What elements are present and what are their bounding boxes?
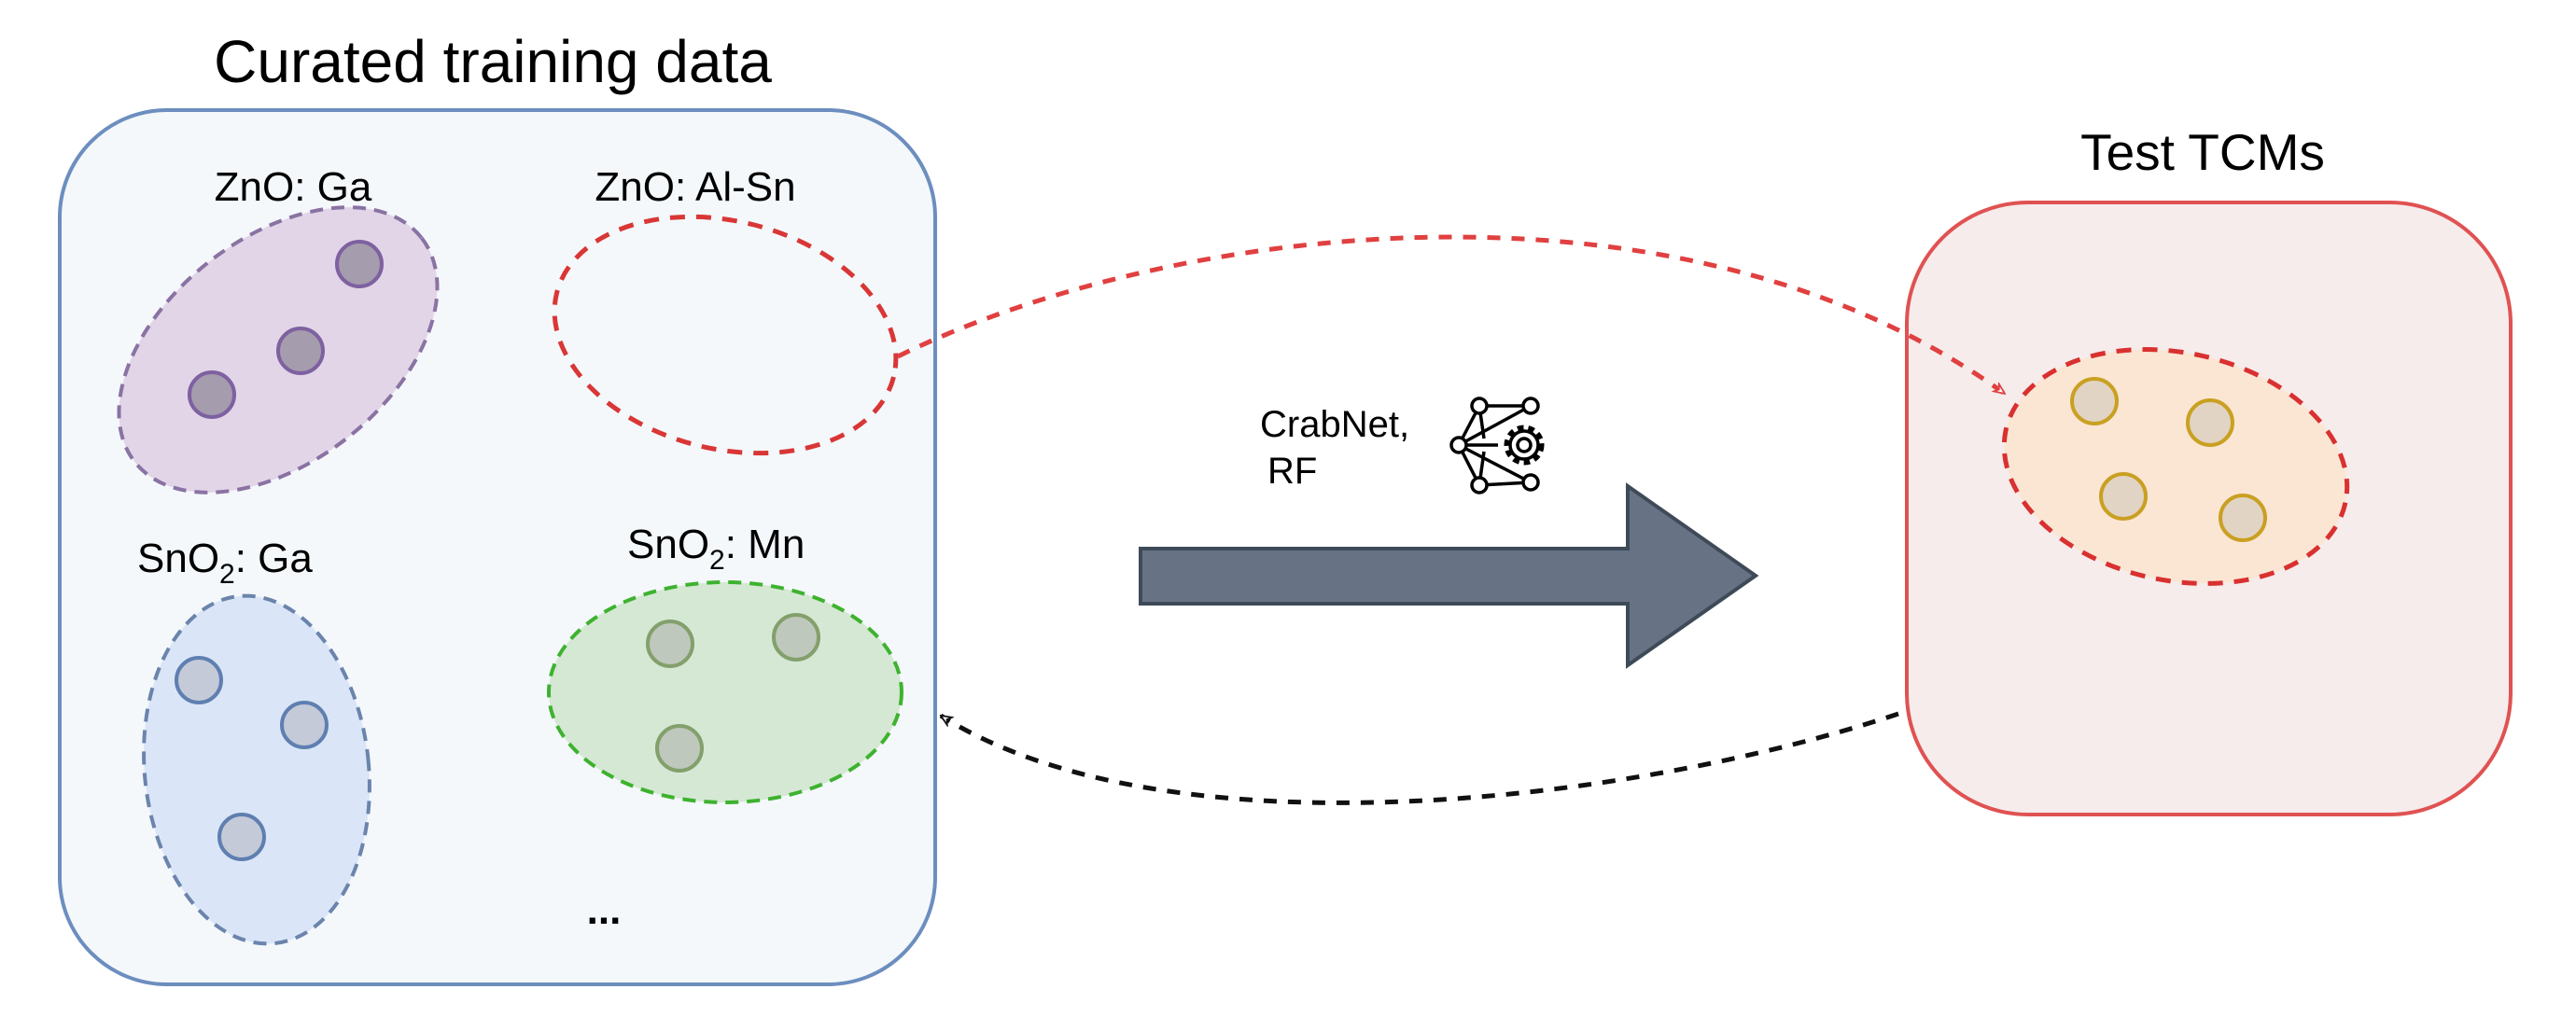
data-point [2186,398,2234,447]
group-label-zno-ga: ZnO: Ga [215,164,372,210]
cluster-sno2-mn [547,580,903,804]
group-zno-ga [117,205,440,495]
data-point [280,701,329,749]
data-point [646,620,694,668]
group-sno2-ga [142,593,371,946]
data-point [188,370,236,419]
group-test-tcms [2001,347,2350,586]
group-sno2-mn [547,580,903,804]
formula-main: SnO [137,536,219,581]
model-label-line1: CrabNet, [1260,404,1409,445]
data-point [772,613,820,662]
data-point [2219,494,2267,542]
data-point [335,240,384,288]
group-label-zno-al-sn: ZnO: Al-Sn [595,164,795,210]
data-point [655,724,704,773]
connector-test-to-training [941,711,1899,805]
model-label-line2: RF [1267,451,1317,492]
data-point [175,656,223,704]
group-label-sno2-ga: SnO2: Ga [137,536,313,590]
test-panel-title: Test TCMs [2080,123,2325,181]
neural-network-gear-icon [1449,397,1545,495]
formula-subscript: 2 [709,545,725,576]
formula-dopant: : Ga [235,536,314,581]
data-point [2070,377,2119,425]
training-panel-title: Curated training data [214,28,772,95]
formula-main: SnO [627,522,709,567]
model-prediction-arrow [1139,482,1759,669]
group-label-sno2-mn: SnO2: Mn [627,522,805,576]
formula-subscript: 2 [219,559,235,590]
cluster-zno-al-sn-holdout [552,214,899,456]
connector-holdout-to-test [896,234,2005,397]
formula-dopant: : Mn [725,522,805,567]
more-groups-ellipsis: ... [587,887,622,933]
data-point [276,327,325,375]
data-point [217,813,266,861]
data-point [2099,472,2148,521]
